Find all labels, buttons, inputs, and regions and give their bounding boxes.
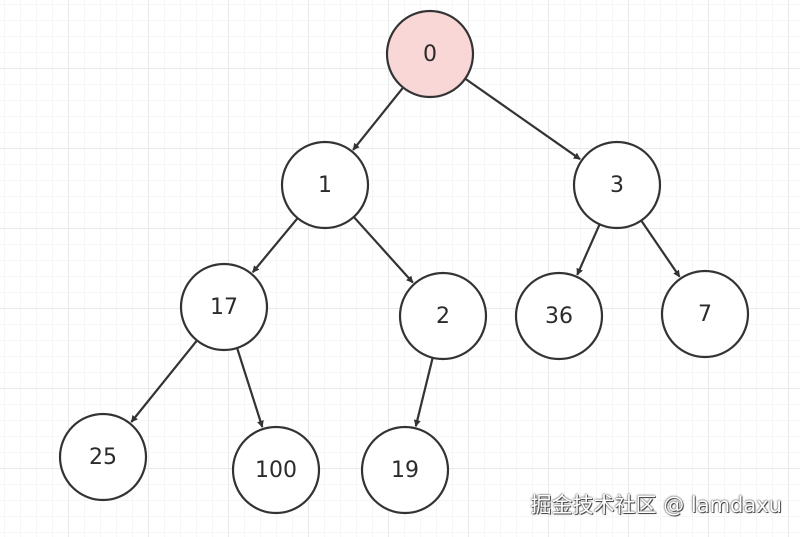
node-label: 36 (545, 304, 573, 329)
node-circle (360, 425, 450, 515)
node-circle (280, 140, 370, 230)
node-circle (385, 9, 475, 99)
edge-3-to-36 (576, 222, 602, 276)
watermark: 掘金技术社区 @ lamdaxu (530, 493, 782, 517)
node-1: 1 (280, 140, 370, 230)
node-circle (179, 262, 269, 352)
node-label: 17 (210, 295, 238, 320)
edge-17-to-25 (130, 339, 199, 423)
edge-0-to-3 (463, 77, 581, 161)
node-25: 25 (58, 412, 148, 502)
edge-2-to-19 (413, 356, 434, 427)
node-label: 2 (436, 304, 450, 329)
edge-0-to-1 (352, 86, 405, 151)
node-label: 3 (610, 173, 624, 198)
edges-layer (130, 77, 681, 428)
node-circle (514, 271, 604, 361)
node-circle (660, 269, 750, 359)
node-label: 25 (89, 445, 117, 470)
node-circle (58, 412, 148, 502)
edge-17-to-100 (235, 346, 264, 428)
node-7: 7 (660, 269, 750, 359)
node-label: 100 (255, 458, 297, 483)
node-label: 7 (698, 302, 712, 327)
node-2: 2 (398, 271, 488, 361)
node-label: 19 (391, 458, 419, 483)
node-circle (572, 140, 662, 230)
node-17: 17 (179, 262, 269, 352)
node-36: 36 (514, 271, 604, 361)
nodes-layer: 0 1 3 17 2 36 7 25 100 19 (58, 9, 750, 515)
node-100: 100 (231, 425, 321, 515)
node-label: 0 (423, 42, 437, 67)
node-3: 3 (572, 140, 662, 230)
node-label: 1 (318, 173, 332, 198)
node-circle (398, 271, 488, 361)
edge-1-to-17 (251, 216, 300, 274)
node-circle (231, 425, 321, 515)
node-0: 0 (385, 9, 475, 99)
edge-3-to-7 (639, 219, 681, 278)
edge-1-to-2 (352, 215, 414, 284)
node-19: 19 (360, 425, 450, 515)
